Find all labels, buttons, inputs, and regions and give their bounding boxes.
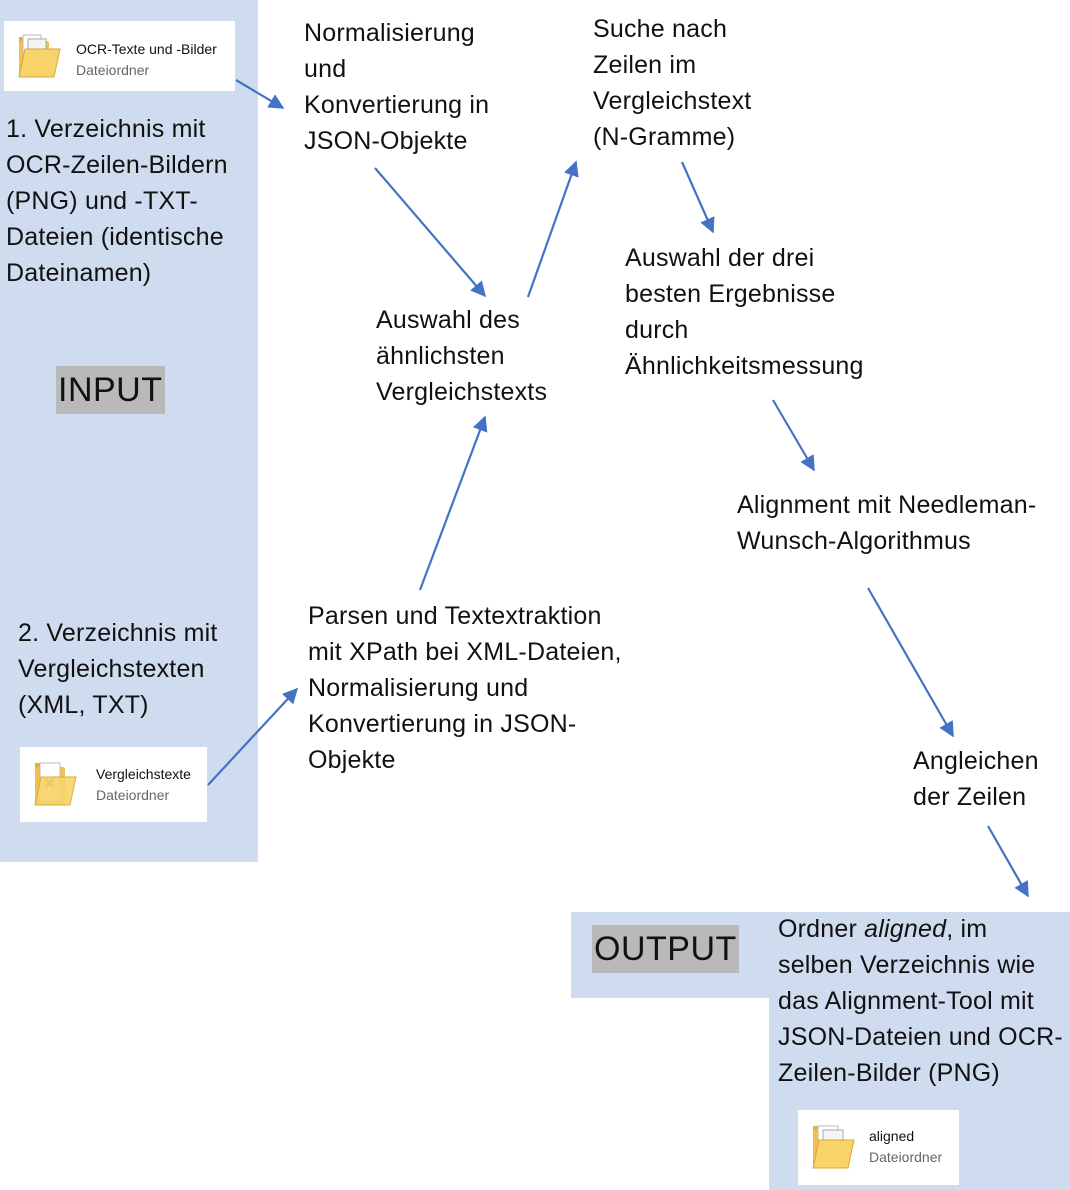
arrow-normalize-to-select	[374, 167, 487, 298]
select-best-step: Auswahl der drei besten Ergebnisse durch…	[625, 244, 864, 380]
normalize-step: Normalisierung und Konvertierung in JSON…	[304, 19, 490, 155]
output-description: Ordner aligned, im selben Verzeichnis wi…	[778, 911, 1070, 1091]
adjust-lines-step: Angleichen der Zeilen	[913, 747, 1039, 811]
output-badge: OUTPUT	[592, 925, 739, 973]
step2-text: 2. Verzeichnis mit Vergleichstexten (XML…	[18, 619, 218, 719]
arrow-adjust-to-output	[987, 825, 1029, 898]
folder-icon	[812, 1125, 855, 1169]
arrow-folder2-to-parse	[207, 687, 299, 786]
arrow-best-to-alignment	[772, 399, 815, 472]
search-lines-step: Suche nach Zeilen im Vergleichstext (N-G…	[593, 15, 752, 151]
ocr-folder-item[interactable]: OCR-Texte und -Bilder Dateiordner	[4, 21, 235, 91]
step1-text: 1. Verzeichnis mit OCR-Zeilen-Bildern (P…	[6, 115, 228, 287]
aligned-folder-item[interactable]: aligned Dateiordner	[798, 1110, 959, 1185]
folder-icon	[34, 762, 77, 806]
arrow-parse-to-select	[418, 415, 488, 591]
alignment-step: Alignment mit Needleman- Wunsch-Algorith…	[737, 491, 1037, 555]
arrow-select-to-search	[526, 160, 579, 298]
select-similar-step: Auswahl des ähnlichsten Vergleichstexts	[376, 306, 548, 406]
output-text-prefix: Ordner	[778, 915, 865, 943]
folder-type: Dateiordner	[869, 1149, 943, 1165]
folder-name: OCR-Texte und -Bilder	[76, 41, 217, 57]
parse-step: Parsen und Textextraktion mit XPath bei …	[308, 602, 622, 774]
arrow-folder1-to-normalize	[235, 79, 285, 109]
folder-type: Dateiordner	[76, 62, 150, 78]
folder-type: Dateiordner	[96, 787, 170, 803]
folder-icon	[18, 34, 61, 78]
output-text-suffix: , im selben Verzeichnis wie das Alignmen…	[778, 915, 1063, 1087]
input-panel	[0, 0, 258, 862]
arrow-search-to-best	[680, 161, 715, 234]
input-badge: INPUT	[56, 366, 165, 414]
folder-name: Vergleichstexte	[96, 766, 191, 782]
folder-name: aligned	[869, 1128, 915, 1144]
vergleichstexte-folder-item[interactable]: Vergleichstexte Dateiordner	[20, 747, 207, 822]
arrow-alignment-to-adjust	[867, 587, 954, 738]
output-text-italic: aligned	[864, 915, 947, 943]
